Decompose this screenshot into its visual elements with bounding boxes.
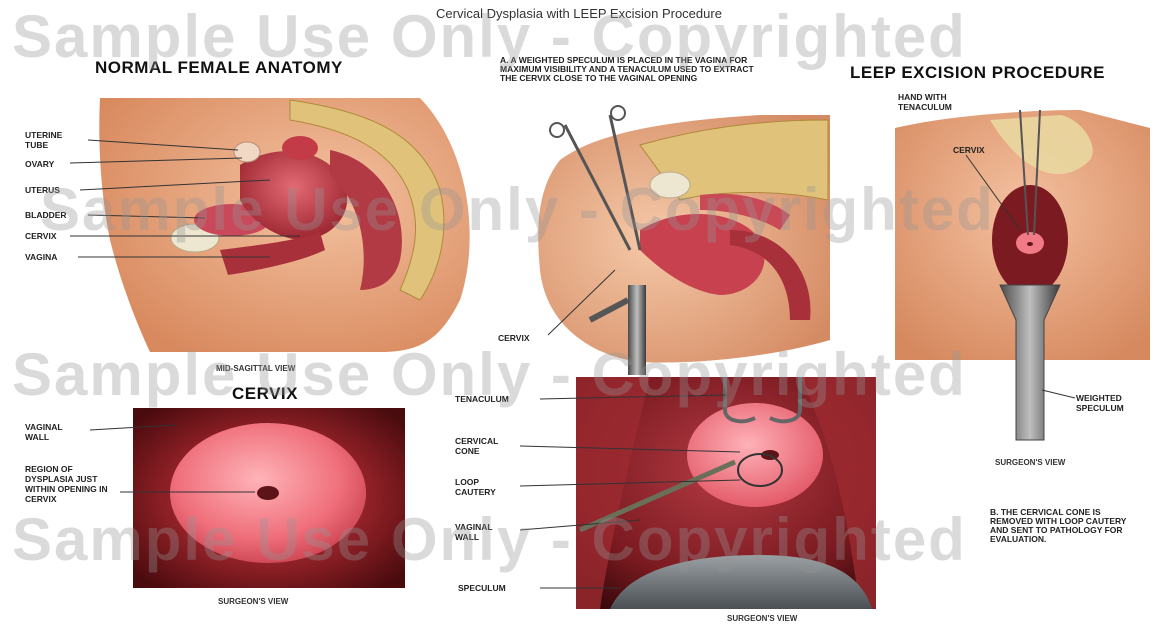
label-speculum: SPECULUM bbox=[458, 583, 506, 593]
closeup-surgeon-view-caption: SURGEON'S VIEW bbox=[727, 614, 797, 623]
label-tenaculum: TENACULUM bbox=[455, 394, 509, 404]
label-closeup-vaginal-wall: VAGINAL WALL bbox=[455, 522, 517, 542]
step-b-text: B. THE CERVICAL CONE IS REMOVED WITH LOO… bbox=[990, 508, 1142, 544]
label-loop-cautery: LOOP CAUTERY bbox=[455, 477, 517, 497]
label-cervical-cone: CERVICAL CONE bbox=[455, 436, 517, 456]
